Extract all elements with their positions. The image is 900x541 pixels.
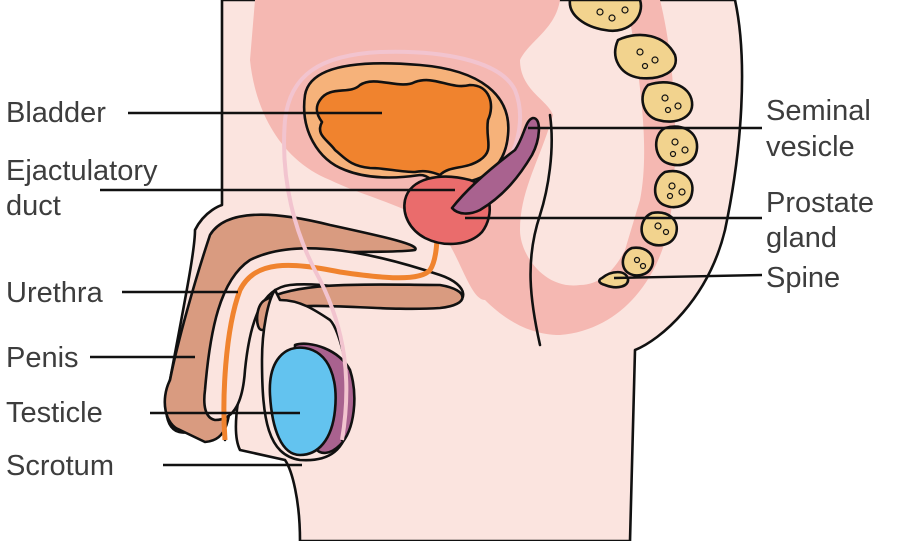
pelvic-floor-outline (529, 113, 553, 347)
label-ejaculatory-duct-1: Ejactulatory (6, 155, 158, 187)
bladder-shape (315, 78, 493, 177)
label-ejaculatory-duct-2: duct (6, 190, 61, 222)
label-seminal-vesicle-2: vesicle (766, 131, 855, 163)
spine (568, 0, 699, 289)
corpus-spongiosum (255, 283, 464, 332)
leader-spine (613, 273, 763, 280)
label-seminal-vesicle-1: Seminal (766, 95, 871, 127)
label-urethra: Urethra (6, 277, 104, 309)
label-prostate-gland-2: gland (766, 222, 837, 254)
label-penis: Penis (6, 342, 79, 374)
label-prostate-gland-1: Prostate (766, 187, 874, 219)
testicle-shape (268, 346, 337, 457)
label-testicle: Testicle (6, 397, 103, 429)
label-bladder: Bladder (6, 97, 106, 129)
label-scrotum: Scrotum (6, 450, 114, 482)
label-spine: Spine (766, 262, 840, 294)
urethra-core (221, 179, 440, 441)
